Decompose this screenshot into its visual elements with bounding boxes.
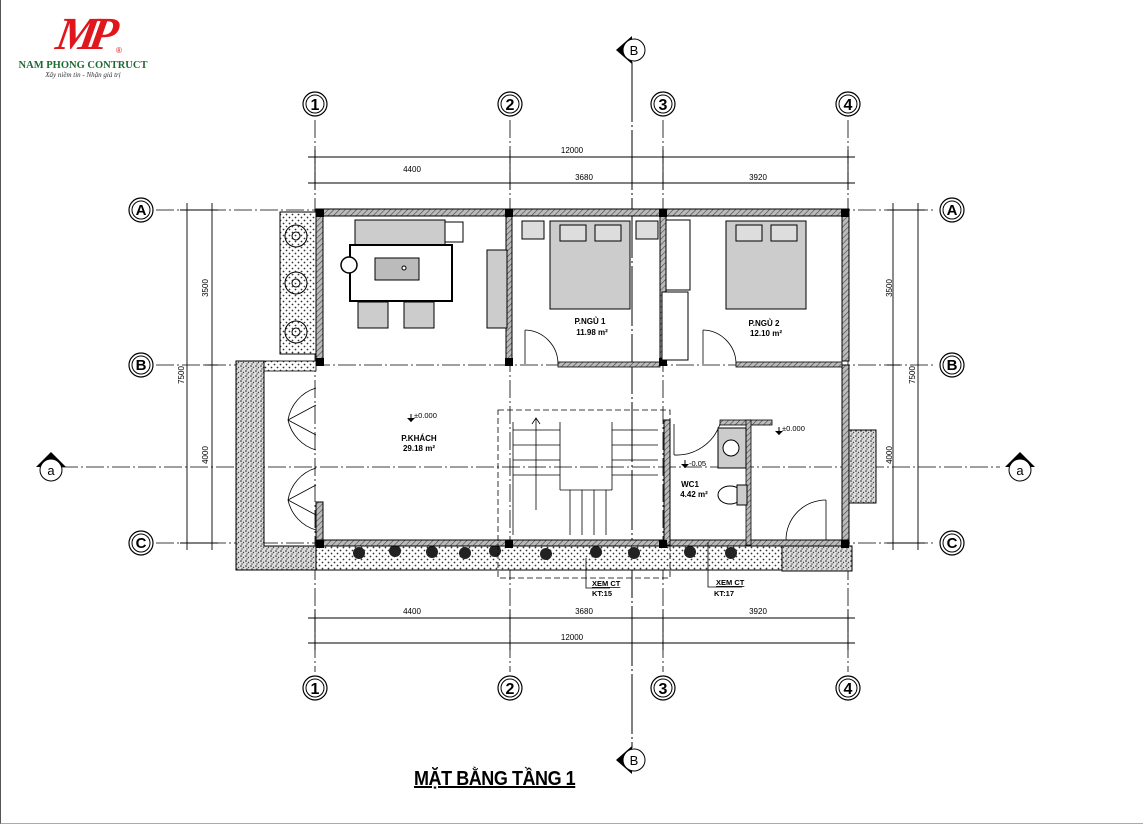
room-bed2-name: P.NGỦ 2 bbox=[749, 319, 781, 328]
svg-text:±0.000: ±0.000 bbox=[782, 424, 805, 433]
callout-kt15: XEM CT KT:15 bbox=[585, 558, 621, 598]
svg-text:A: A bbox=[947, 202, 958, 219]
svg-text:B: B bbox=[630, 43, 639, 58]
svg-text:3: 3 bbox=[659, 97, 668, 114]
grid-bubble-3-bottom: 3 bbox=[650, 675, 676, 701]
room-wc-area: 4.42 m² bbox=[680, 490, 708, 499]
svg-text:-0.05: -0.05 bbox=[689, 459, 706, 468]
room-living-area: 29.18 m² bbox=[403, 444, 435, 453]
dim-left-span-2: 4000 bbox=[201, 446, 210, 464]
wardrobe bbox=[661, 219, 691, 361]
planter-left bbox=[279, 211, 317, 355]
level-marker-living: ±0.000 bbox=[407, 411, 437, 422]
dim-bottom-total: 12000 bbox=[561, 633, 584, 642]
sofa-set bbox=[349, 219, 508, 329]
main-doors bbox=[287, 387, 317, 531]
planter-right bbox=[847, 429, 877, 504]
dim-top-span-1: 4400 bbox=[403, 165, 421, 174]
room-bed1-area: 11.98 m² bbox=[576, 328, 608, 337]
section-marker-a-left: a bbox=[36, 452, 66, 482]
dimension-top bbox=[308, 150, 855, 190]
svg-text:3: 3 bbox=[659, 681, 668, 698]
grid-bubble-2-bottom: 2 bbox=[497, 675, 523, 701]
grid-bubble-4-top: 4 bbox=[835, 91, 861, 117]
svg-text:B: B bbox=[630, 753, 639, 768]
plant-icons bbox=[284, 224, 308, 344]
svg-text:4: 4 bbox=[844, 97, 853, 114]
dimension-right bbox=[887, 203, 925, 550]
grid-bubbles-bottom: 1 2 3 4 bbox=[302, 675, 861, 701]
bed-2 bbox=[725, 220, 807, 310]
room-living-name: P.KHÁCH bbox=[401, 434, 437, 443]
svg-text:KT:15: KT:15 bbox=[592, 589, 612, 598]
svg-text:a: a bbox=[1016, 463, 1024, 478]
grid-bubble-C-right: C bbox=[939, 530, 965, 556]
shrub-icons bbox=[353, 545, 737, 560]
porch-gravel bbox=[235, 360, 317, 571]
dim-bottom-span-3: 3920 bbox=[749, 607, 767, 616]
svg-text:XEM CT: XEM CT bbox=[716, 578, 745, 587]
svg-text:4: 4 bbox=[844, 681, 853, 698]
dim-left-span-1: 3500 bbox=[201, 279, 210, 297]
dim-top-span-3: 3920 bbox=[749, 173, 767, 182]
svg-text:C: C bbox=[136, 535, 147, 552]
grid-bubbles-right: A B C bbox=[939, 197, 965, 556]
svg-text:A: A bbox=[136, 202, 147, 219]
company-name: NAM PHONG CONTRUCT bbox=[18, 60, 148, 71]
dimension-left bbox=[180, 203, 218, 550]
dim-top-total: 12000 bbox=[561, 146, 584, 155]
grid-bubble-2-top: 2 bbox=[497, 91, 523, 117]
svg-text:B: B bbox=[136, 357, 147, 374]
level-marker-wc: -0.05 bbox=[681, 459, 706, 468]
company-slogan: Xây niềm tin - Nhận giá trị bbox=[45, 71, 121, 79]
svg-text:±0.000: ±0.000 bbox=[414, 411, 437, 420]
drawing-title: MẶT BẰNG TẦNG 1 bbox=[414, 768, 576, 790]
dim-right-total: 7500 bbox=[908, 366, 917, 384]
wc-fixtures bbox=[717, 427, 748, 506]
dim-bottom-span-2: 3680 bbox=[575, 607, 593, 616]
grid-bubbles-left: A B C bbox=[128, 197, 154, 556]
grid-bubble-B-right: B bbox=[939, 352, 965, 378]
dim-bottom-span-1: 4400 bbox=[403, 607, 421, 616]
grid-bubble-C-left: C bbox=[128, 530, 154, 556]
company-logo: MP ® NAM PHONG CONTRUCT Xây niềm tin - N… bbox=[8, 8, 158, 90]
grid-bubble-4-bottom: 4 bbox=[835, 675, 861, 701]
dimension-bottom bbox=[308, 610, 855, 650]
grid-bubble-B-left: B bbox=[128, 352, 154, 378]
staircase bbox=[497, 409, 671, 579]
grid-bubble-1-bottom: 1 bbox=[302, 675, 328, 701]
room-bed2-area: 12.10 m² bbox=[750, 329, 782, 338]
section-marker-B-bottom: B bbox=[616, 746, 646, 774]
dim-top-span-2: 3680 bbox=[575, 173, 593, 182]
svg-text:a: a bbox=[47, 463, 55, 478]
grid-bubbles-top: 1 2 3 4 bbox=[302, 91, 861, 117]
svg-text:2: 2 bbox=[506, 97, 515, 114]
columns bbox=[316, 209, 849, 548]
svg-text:2: 2 bbox=[506, 681, 515, 698]
room-bed1-name: P.NGỦ 1 bbox=[575, 317, 607, 326]
grid-bubble-3-top: 3 bbox=[650, 91, 676, 117]
plant-pot-icon bbox=[340, 256, 358, 274]
level-marker-right: ±0.000 bbox=[775, 424, 805, 435]
grid-bubble-1-top: 1 bbox=[302, 91, 328, 117]
room-wc-name: WC1 bbox=[681, 480, 699, 489]
section-marker-a-right: a bbox=[1005, 452, 1035, 482]
svg-text:1: 1 bbox=[311, 681, 320, 698]
svg-text:1: 1 bbox=[311, 97, 320, 114]
callout-kt17: XEM CT KT:17 bbox=[707, 542, 745, 598]
registered-icon: ® bbox=[116, 46, 122, 55]
bed-1 bbox=[521, 220, 659, 310]
grid-bubble-A-right: A bbox=[939, 197, 965, 223]
dim-right-span-2: 4000 bbox=[885, 446, 894, 464]
grid-bubble-A-left: A bbox=[128, 197, 154, 223]
svg-text:KT:17: KT:17 bbox=[714, 589, 734, 598]
section-marker-B-top: B bbox=[616, 36, 646, 64]
svg-text:C: C bbox=[947, 535, 958, 552]
grid-lines bbox=[60, 120, 1000, 672]
dim-left-total: 7500 bbox=[177, 366, 186, 384]
svg-text:B: B bbox=[947, 357, 958, 374]
svg-text:XEM CT: XEM CT bbox=[592, 579, 621, 588]
dim-right-span-1: 3500 bbox=[885, 279, 894, 297]
